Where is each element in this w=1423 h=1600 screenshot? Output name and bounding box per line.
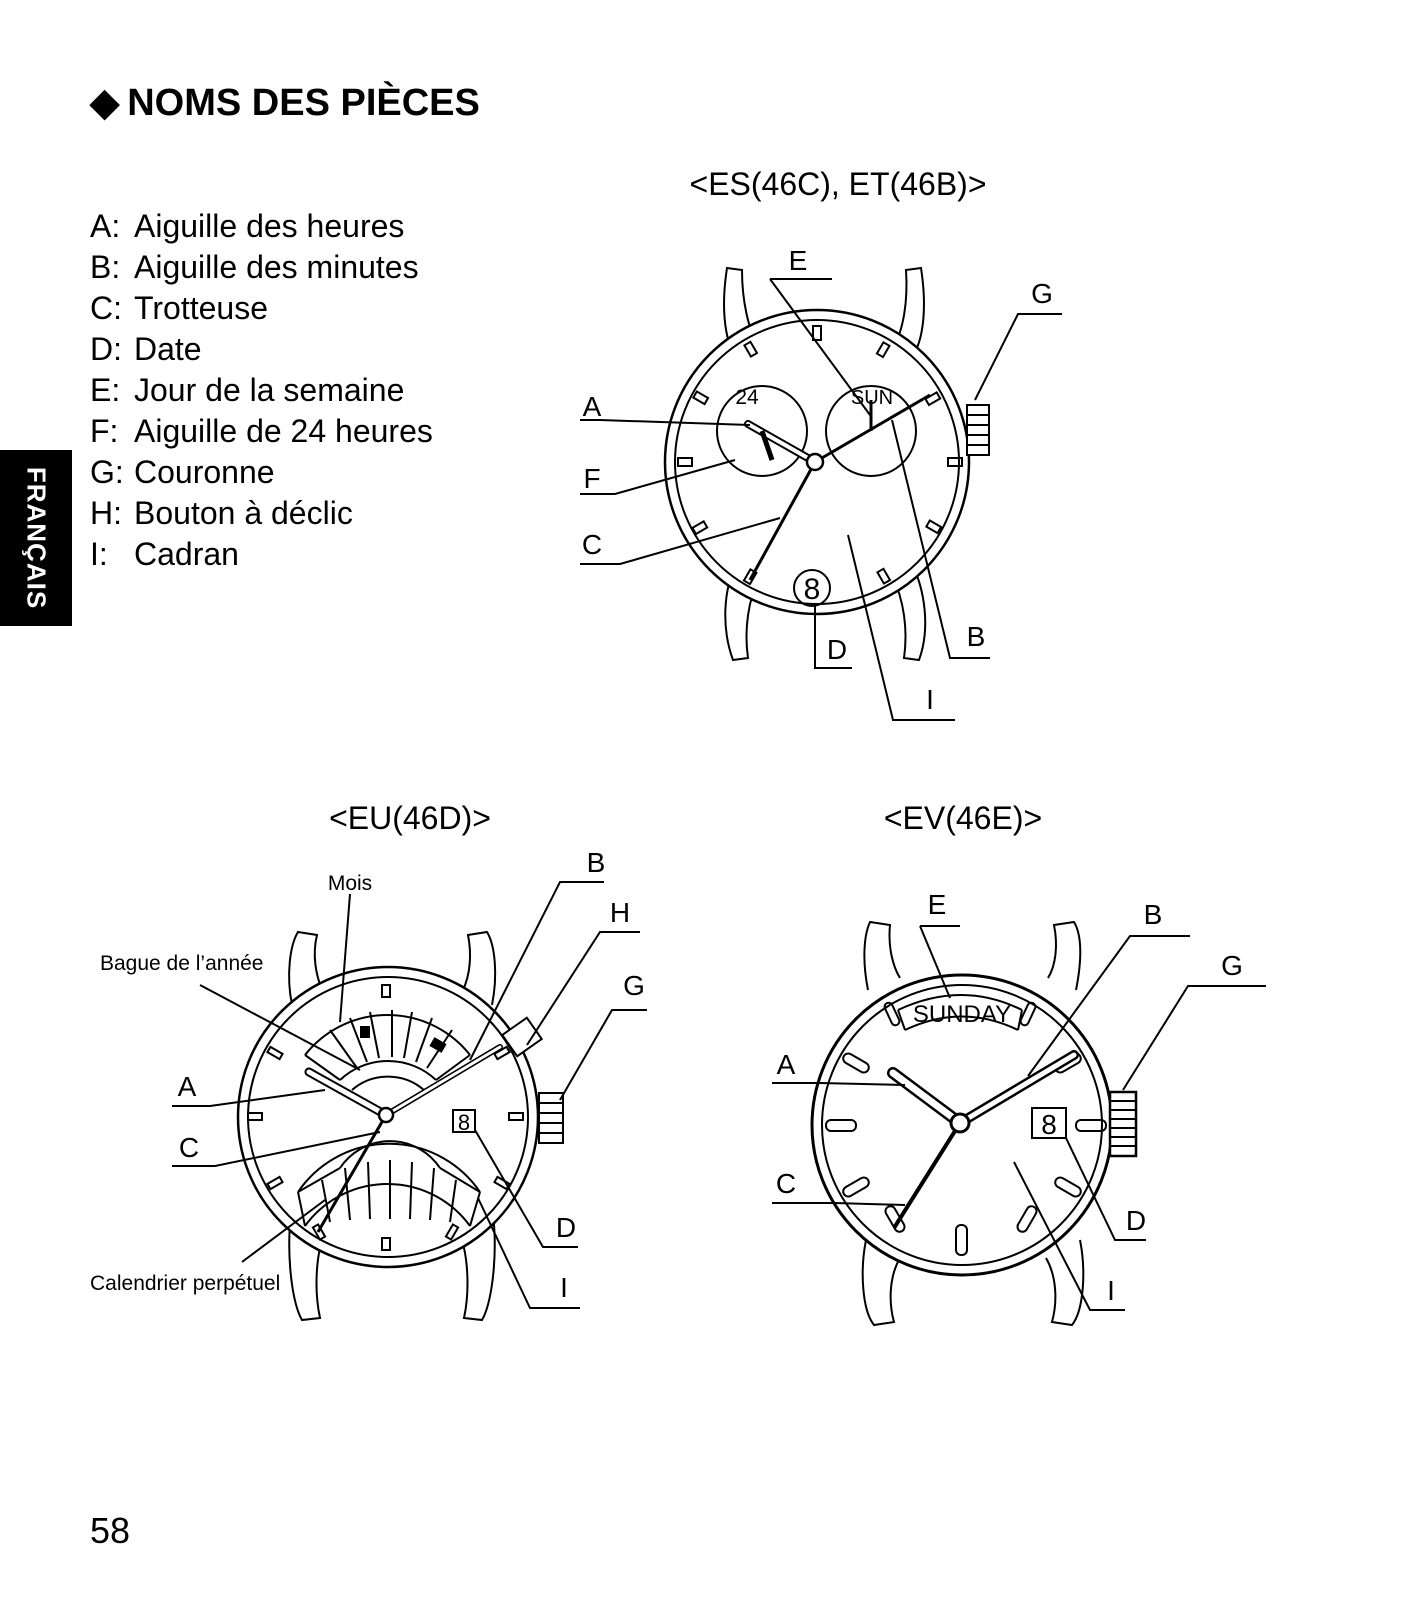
es-label-f: F: [583, 463, 600, 494]
watch-ev-diagram: SUNDAY 8 E B G A C D I: [772, 889, 1266, 1327]
ev-date-window: [1031, 1107, 1067, 1139]
es-label-c: C: [582, 529, 602, 560]
page-number: 58: [90, 1510, 131, 1551]
ev-day-value: SUNDAY: [913, 1001, 1011, 1028]
eu-month-calendar: [304, 1010, 471, 1091]
eu-perpetual-calendar: [297, 1140, 481, 1227]
ev-day-window: [897, 994, 1023, 1011]
ev-label-i: I: [1107, 1275, 1115, 1306]
parts-list-item: I:Cadran: [90, 536, 239, 572]
ev-label-g: G: [1221, 950, 1243, 981]
parts-list: A:Aiguille des heures B:Aiguille des min…: [90, 206, 433, 575]
eu-label-d: D: [556, 1212, 576, 1243]
parts-list-item: F:Aiguille de 24 heures: [90, 413, 433, 449]
parts-list-item: G:Couronne: [90, 454, 275, 490]
eu-caption: <EU(46D)>: [329, 800, 491, 836]
eu-year-ring-label: Bague de l’année: [100, 952, 263, 975]
language-tab: FRANÇAIS: [0, 450, 72, 626]
ev-date-value: 8: [1041, 1109, 1057, 1140]
eu-month-label: Mois: [328, 872, 372, 895]
eu-label-g: G: [623, 970, 645, 1001]
eu-date-window: [452, 1109, 476, 1133]
watch-eu-diagram: 8 Mois Bague de l’année Calendrier perpé…: [90, 847, 647, 1322]
es-caption: <ES(46C), ET(46B)>: [689, 166, 987, 202]
eu-date-value: 8: [458, 1110, 470, 1135]
eu-perpetual-label: Calendrier perpétuel: [90, 1272, 280, 1295]
es-day-subdial: [825, 385, 917, 477]
diamond-bullet-icon: ◆: [90, 82, 120, 124]
parts-list-item: C:Trotteuse: [90, 290, 268, 326]
ev-label-b: B: [1144, 899, 1163, 930]
eu-label-a: A: [178, 1071, 197, 1102]
es-label-b: B: [967, 621, 986, 652]
ev-label-d: D: [1126, 1205, 1146, 1236]
parts-list-item: D:Date: [90, 331, 202, 367]
section-title: ◆NOMS DES PIÈCES: [90, 80, 480, 125]
eu-label-h: H: [610, 897, 630, 928]
eu-label-b: B: [587, 847, 606, 878]
es-label-a: A: [583, 391, 602, 422]
parts-list-item: B:Aiguille des minutes: [90, 249, 419, 285]
es-label-g: G: [1031, 278, 1053, 309]
ev-caption: <EV(46E)>: [883, 800, 1043, 836]
es-date-value: 8: [804, 573, 821, 606]
eu-label-i: I: [560, 1272, 568, 1303]
parts-list-item: H:Bouton à déclic: [90, 495, 353, 531]
eu-label-c: C: [179, 1132, 199, 1163]
es-24-label: 24: [735, 386, 759, 409]
parts-list-item: E:Jour de la semaine: [90, 372, 405, 408]
parts-list-item: A:Aiguille des heures: [90, 208, 405, 244]
es-label-i: I: [926, 684, 934, 715]
es-24h-subdial: [716, 385, 808, 477]
watch-es-diagram: 24 SUN 8 E G A F C D B I: [580, 245, 1062, 721]
section-title-text: NOMS DES PIÈCES: [127, 82, 480, 124]
es-label-e: E: [789, 245, 808, 276]
ev-label-a: A: [777, 1049, 796, 1080]
es-label-d: D: [827, 634, 847, 665]
ev-label-c: C: [776, 1168, 796, 1199]
ev-label-e: E: [928, 889, 947, 920]
es-date-window: [793, 569, 831, 607]
